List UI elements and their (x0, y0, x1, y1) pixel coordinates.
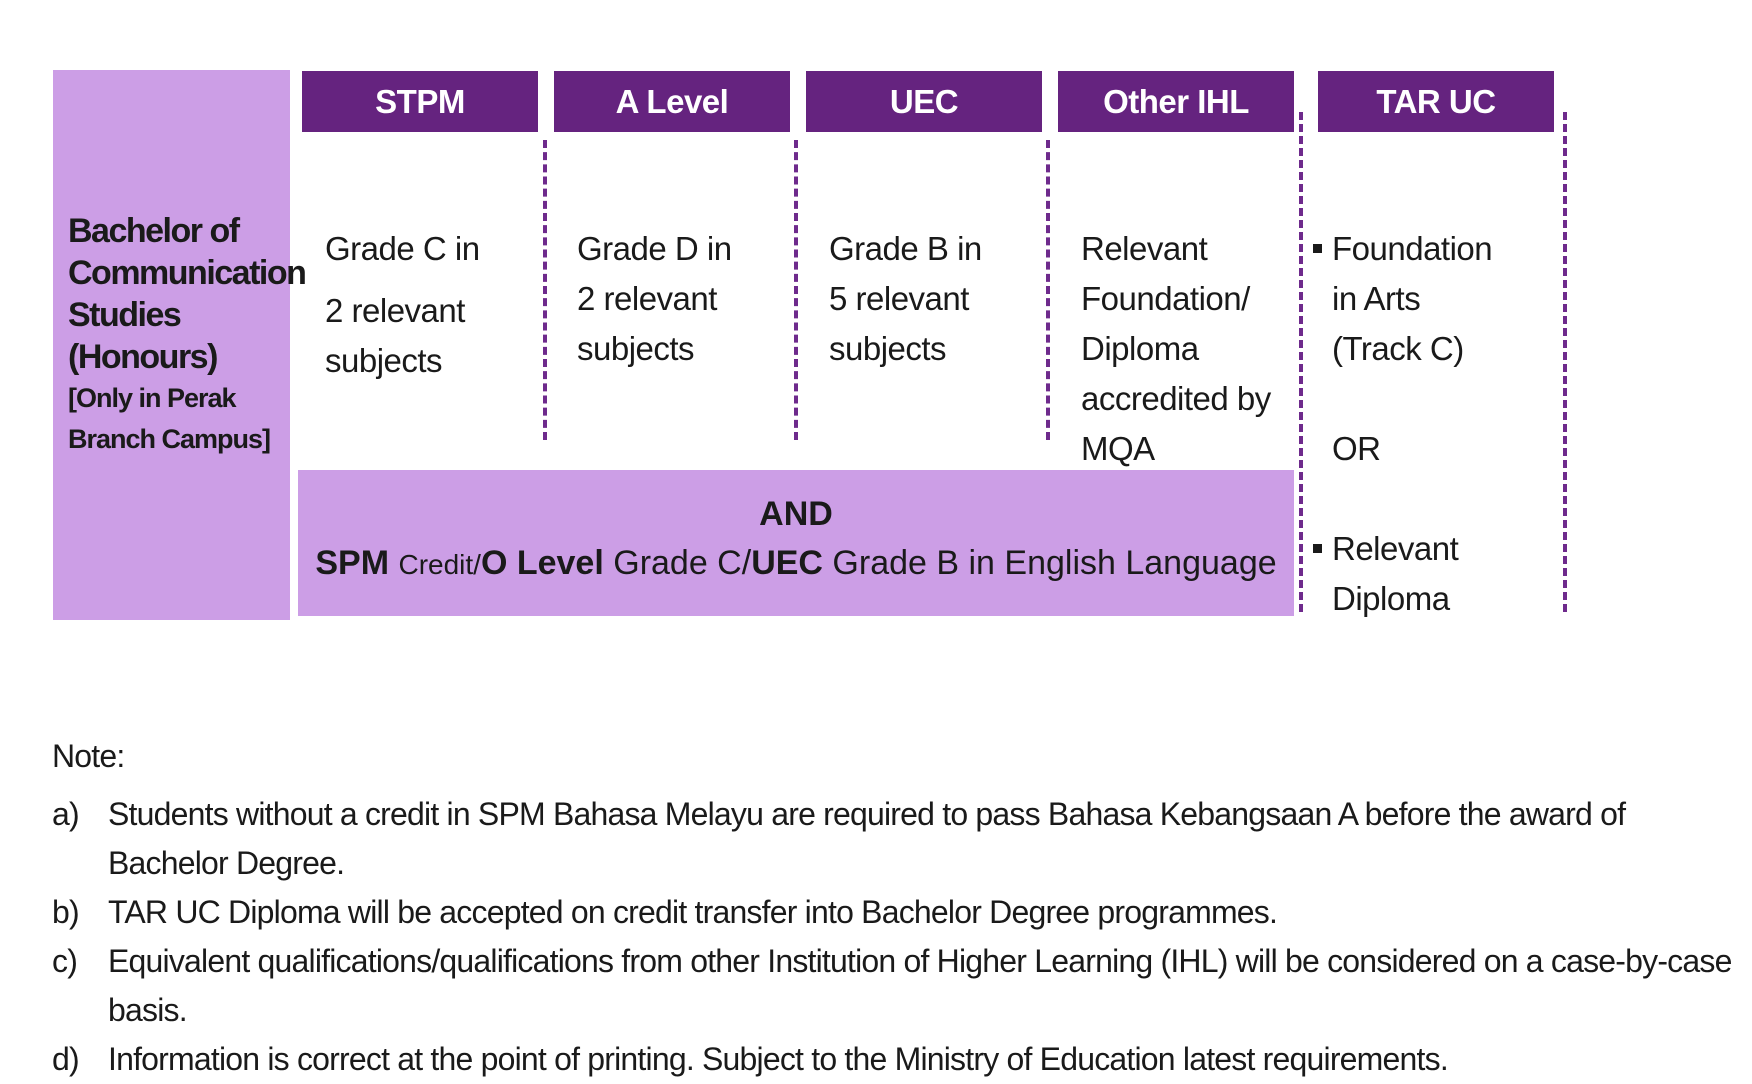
requirement-line: Diploma (1332, 580, 1450, 617)
requirement-line: Foundation/ (1081, 280, 1250, 317)
note-text: Information is correct at the point of p… (108, 1041, 1449, 1077)
note-item: a) Students without a credit in SPM Baha… (52, 790, 1752, 888)
requirement-line: Relevant (1081, 230, 1208, 267)
note-item: c) Equivalent qualifications/qualificati… (52, 937, 1752, 1035)
note-text: TAR UC Diploma will be accepted on credi… (108, 894, 1278, 930)
requirement-line: subjects (829, 330, 947, 367)
requirement-line: accredited by (1081, 380, 1271, 417)
requirement-line: 2 relevant (325, 292, 465, 329)
requirement-line: 2 relevant (577, 280, 717, 317)
header-tar-uc: TAR UC (1318, 71, 1554, 132)
column-divider (543, 140, 547, 440)
bullet-text: Relevant Diploma (1332, 524, 1459, 624)
a-level-requirement: Grade D in 2 relevant subjects (577, 224, 787, 374)
header-a-level: A Level (554, 71, 790, 132)
requirement-line: (Track C) (1332, 330, 1464, 367)
requirement-line: subjects (325, 342, 443, 379)
note-letter: a) (52, 796, 80, 832)
programme-campus-note: Branch Campus] (68, 424, 271, 454)
stpm-requirement: Grade C in 2 relevant subjects (325, 224, 535, 386)
english-language-label: Grade B in English Language (822, 544, 1277, 582)
requirement-line: 5 relevant (829, 280, 969, 317)
column-divider (1046, 140, 1050, 440)
note-letter: c) (52, 943, 78, 979)
note-text: Students without a credit in SPM Bahasa … (108, 796, 1626, 881)
tar-uc-requirement: Foundation in Arts (Track C) OR Relevant… (1313, 224, 1558, 624)
requirement-line: Relevant (1332, 530, 1459, 567)
grade-c-label: Grade C/ (603, 544, 752, 582)
header-other-ihl: Other IHL (1058, 71, 1294, 132)
programme-campus-note: [Only in Perak (68, 383, 237, 413)
programme-title-line: (Honours) (68, 338, 218, 376)
credit-label: Credit/ (398, 549, 481, 580)
requirement-line: Diploma (1081, 330, 1199, 367)
bullet-icon (1313, 544, 1322, 553)
notes-title: Note: (52, 738, 125, 774)
programme-title-line: Bachelor of (68, 212, 240, 250)
programme-name: Bachelor of Communication Studies (Honou… (68, 210, 307, 460)
programme-title-line: Studies (68, 296, 182, 334)
requirement-line: Foundation (1332, 230, 1493, 267)
requirement-line: in Arts (1332, 280, 1421, 317)
requirement-line: Grade C in (325, 230, 480, 267)
o-level-label: O Level (480, 544, 604, 582)
programme-title-line: Communication (68, 254, 307, 292)
header-stpm: STPM (302, 71, 538, 132)
other-ihl-requirement: Relevant Foundation/ Diploma accredited … (1081, 224, 1296, 474)
or-label: OR (1332, 430, 1381, 467)
note-text: Equivalent qualifications/qualifications… (108, 943, 1732, 1028)
note-item: b) TAR UC Diploma will be accepted on cr… (52, 888, 1752, 937)
note-letter: b) (52, 894, 80, 930)
bullet-icon (1313, 244, 1322, 253)
uec-label: UEC (751, 544, 823, 582)
notes-section: Note: a) Students without a credit in SP… (52, 730, 1752, 1084)
column-divider (1299, 112, 1303, 612)
note-item: d) Information is correct at the point o… (52, 1035, 1752, 1084)
column-divider (794, 140, 798, 440)
column-divider (1563, 112, 1567, 612)
bullet-item: Foundation in Arts (Track C) (1313, 224, 1558, 374)
header-uec: UEC (806, 71, 1042, 132)
programme-panel (53, 70, 290, 620)
requirement-line: subjects (577, 330, 695, 367)
spm-label: SPM (315, 544, 390, 582)
bullet-text: Foundation in Arts (Track C) (1332, 224, 1493, 374)
and-requirement-box: AND SPM Credit/O Level Grade C/UEC Grade… (298, 470, 1294, 616)
requirement-line: Grade B in (829, 230, 982, 267)
note-letter: d) (52, 1041, 80, 1077)
uec-requirement: Grade B in 5 relevant subjects (829, 224, 1039, 374)
requirement-line: MQA (1081, 430, 1155, 467)
bullet-item: Relevant Diploma (1313, 524, 1558, 624)
english-requirement: SPM Credit/O Level Grade C/UEC Grade B i… (298, 538, 1294, 590)
requirement-line: Grade D in (577, 230, 732, 267)
and-label: AND (759, 495, 833, 533)
